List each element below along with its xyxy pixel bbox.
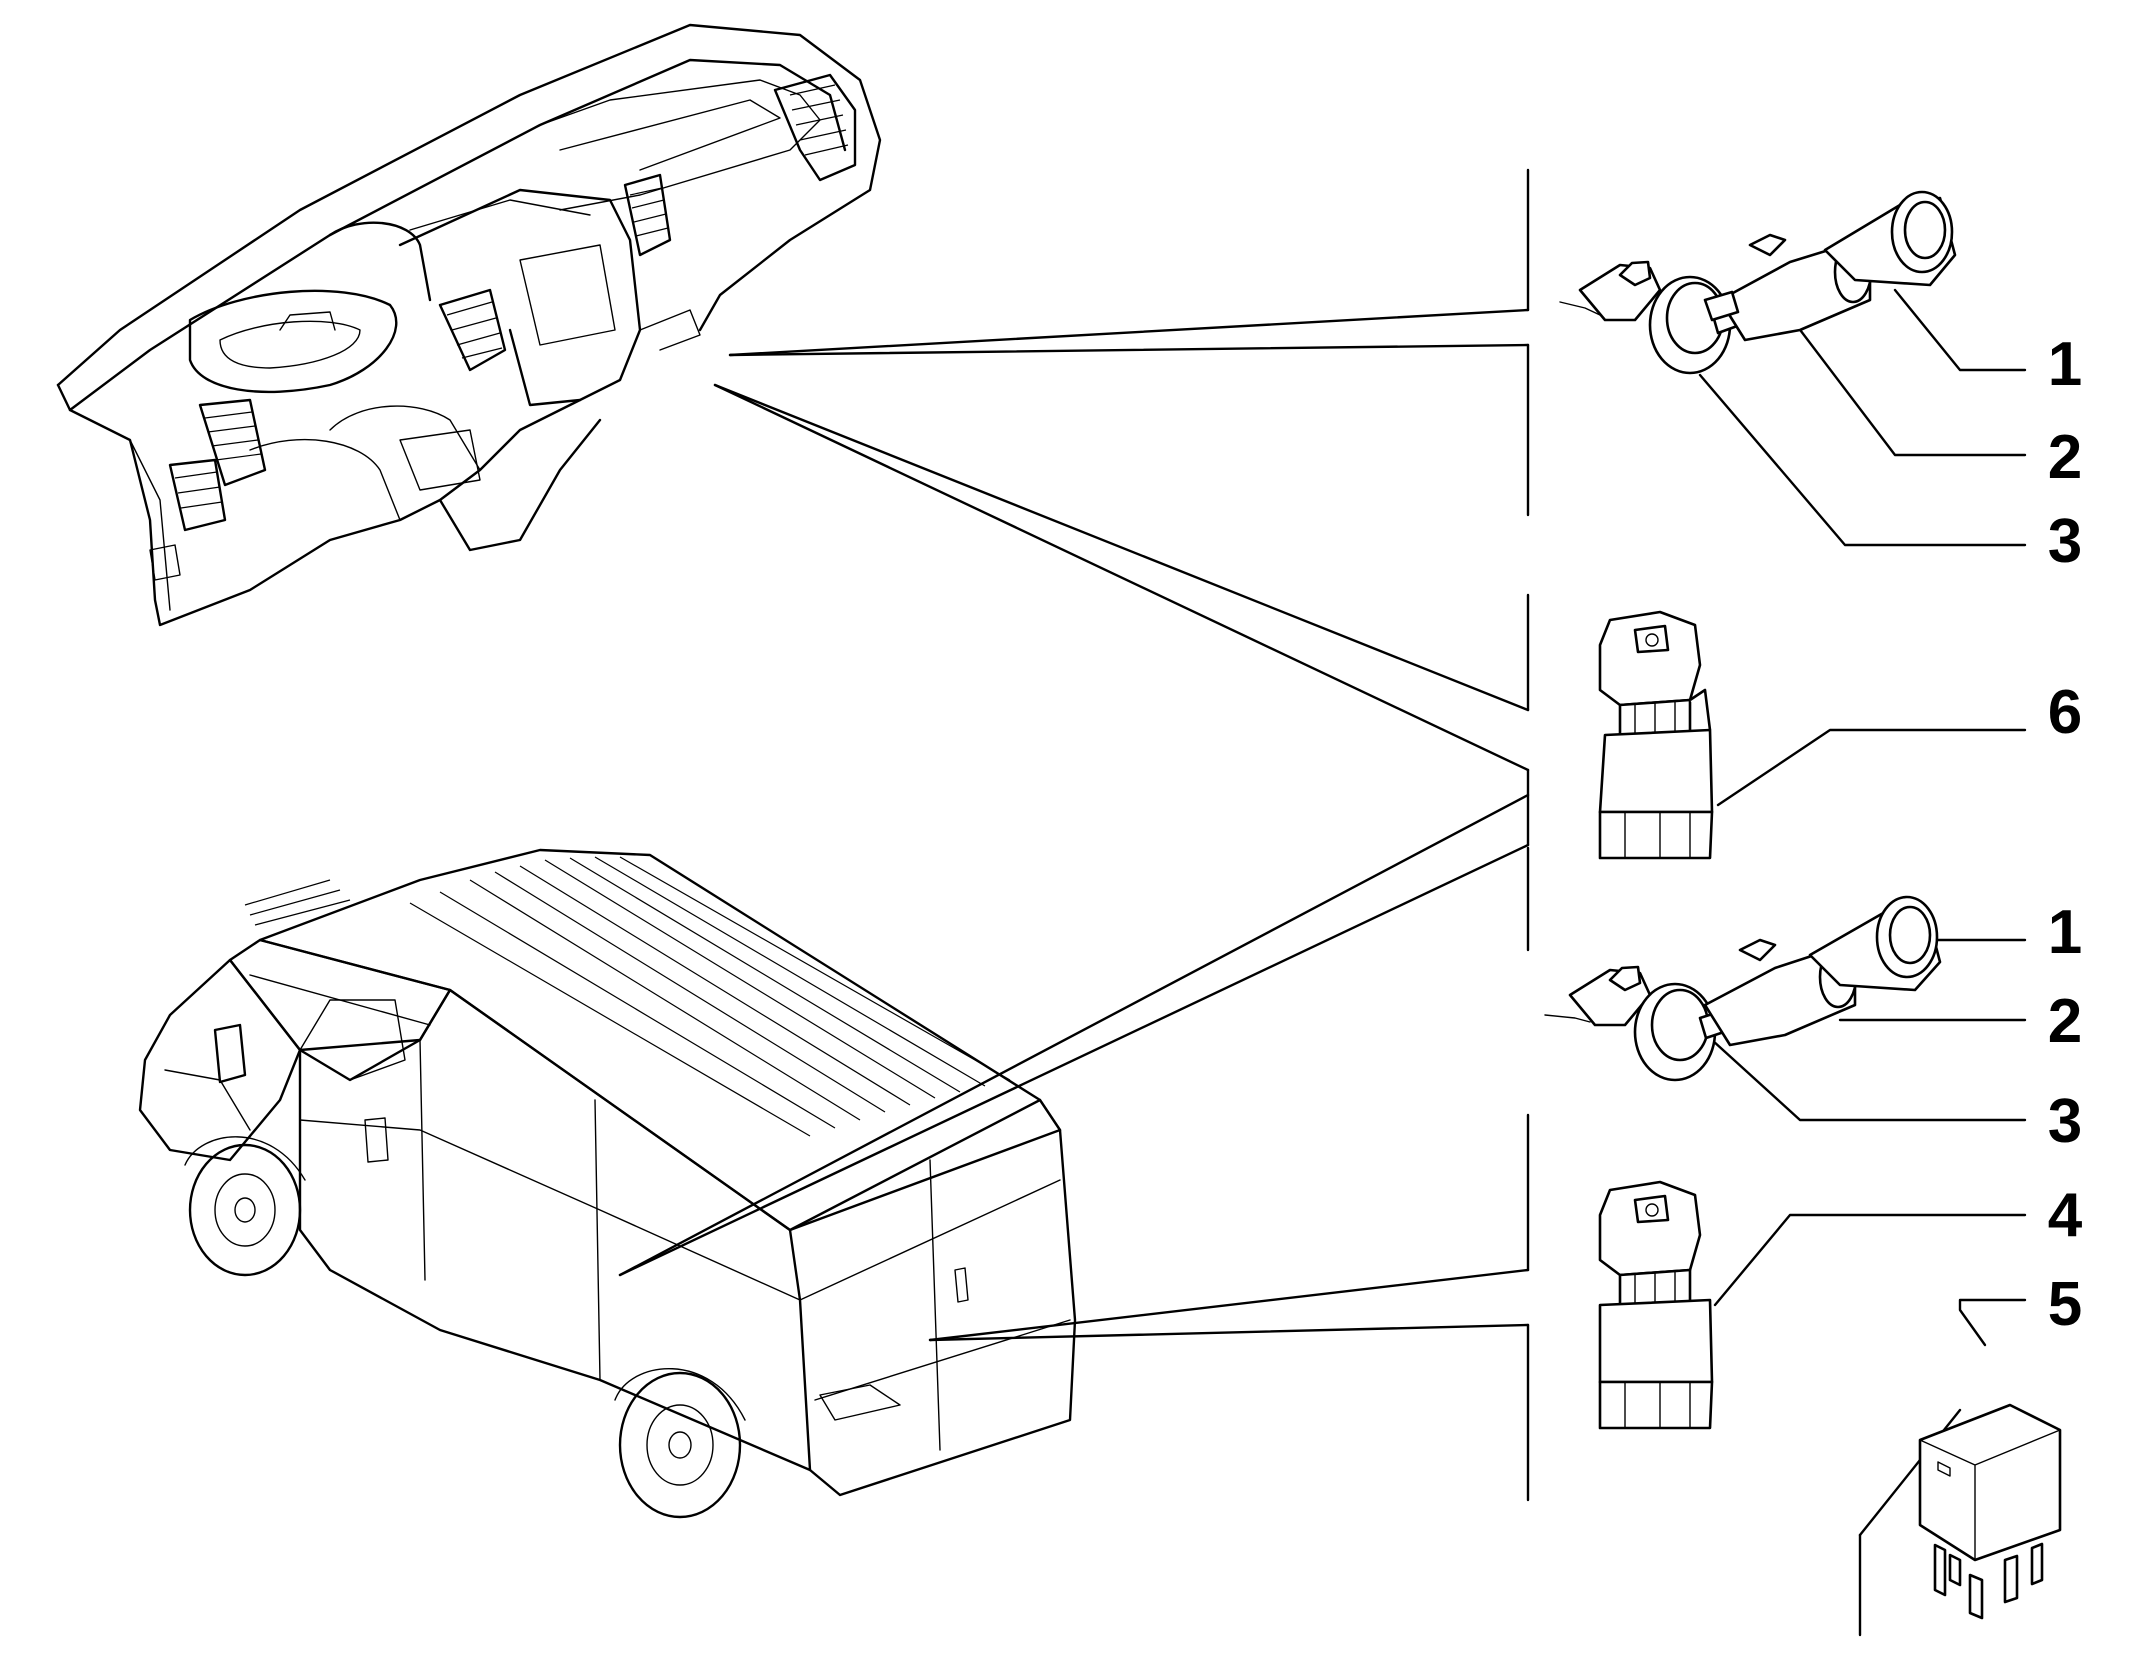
callout-2-bottom: 2 [2048, 987, 2082, 1056]
van-illustration [138, 848, 1077, 1519]
leader-lines [618, 168, 2027, 1637]
callout-1-bottom: 1 [2048, 898, 2082, 967]
callout-4: 4 [2048, 1181, 2083, 1250]
relay-part-5 [1918, 1403, 2062, 1620]
callout-3-top: 3 [2048, 507, 2082, 576]
connector-part-4 [1598, 1180, 1714, 1430]
callout-numbers: 1 2 3 6 1 2 3 4 5 [2048, 330, 2083, 1339]
connector-part-6 [1598, 610, 1714, 860]
dashboard-illustration [56, 23, 882, 627]
callout-6: 6 [2048, 678, 2082, 747]
socket-assembly-bottom [1544, 895, 1942, 1082]
callout-5: 5 [2048, 1270, 2082, 1339]
callout-3-bottom: 3 [2048, 1087, 2082, 1156]
socket-assembly-top [1559, 190, 1957, 375]
callout-2-top: 2 [2048, 423, 2082, 492]
callout-1-top: 1 [2048, 330, 2082, 399]
